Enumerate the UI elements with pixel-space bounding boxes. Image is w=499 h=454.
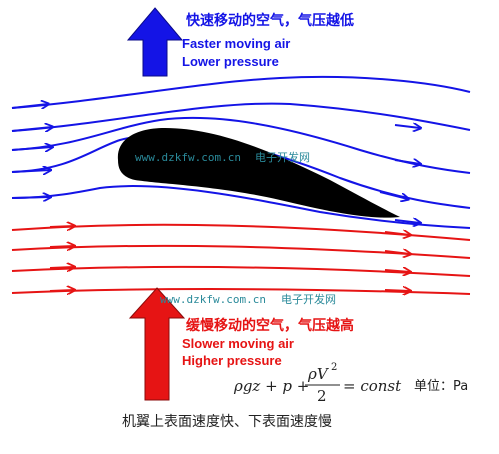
bernoulli-formula: ρgz + p + ρV 2 2 = const 单位：Pa [233, 362, 468, 405]
formula-left: ρgz + p + [233, 377, 309, 395]
bottom-title-cn: 缓慢移动的空气，气压越高 [186, 317, 354, 334]
formula-denominator: 2 [317, 387, 327, 405]
lower-streamline [49, 267, 74, 268]
formula-unit: 单位：Pa [414, 379, 468, 394]
lower-streamline [49, 226, 74, 227]
upper-streamline [394, 160, 420, 164]
formula-right: = const [343, 377, 402, 395]
lower-streamline [384, 290, 410, 291]
upper-streamline [11, 147, 52, 150]
lower-streamline [11, 244, 471, 259]
formula-exponent: 2 [331, 362, 337, 373]
upper-streamline [11, 170, 50, 172]
lower-streamline [49, 290, 74, 291]
top-label-line1: Faster moving air [182, 36, 290, 51]
upper-streamline [394, 125, 420, 128]
upward-arrow-icon [126, 7, 184, 77]
upper-streamline [11, 75, 471, 109]
bottom-label-line2: Higher pressure [182, 353, 282, 368]
caption: 机翼上表面速度快、下表面速度慢 [122, 413, 332, 430]
lower-streamlines [11, 223, 471, 294]
airfoil-wing [117, 128, 400, 218]
lower-streamline [384, 232, 410, 235]
lower-streamline [49, 246, 74, 247]
formula-numerator: ρV [307, 365, 330, 383]
top-title-cn: 快速移动的空气，气压越低 [186, 12, 354, 29]
upper-streamline [11, 102, 471, 132]
upper-streamline [11, 127, 52, 131]
lower-streamline [384, 251, 410, 254]
lower-streamline [11, 223, 471, 241]
upper-streamline [394, 220, 420, 223]
upper-streamline [379, 191, 408, 199]
upper-streamline [11, 197, 50, 198]
top-label-line2: Lower pressure [182, 54, 279, 69]
watermark-site: 电子开发网 [281, 292, 336, 306]
upward-arrow-icon [128, 287, 186, 401]
watermark-site: 电子开发网 [255, 150, 310, 164]
lower-streamline [384, 270, 410, 272]
bottom-label-line1: Slower moving air [182, 336, 294, 351]
watermark-url: www.dzkfw.com.cn [135, 151, 241, 164]
upper-streamline [11, 104, 48, 108]
watermark-url: www.dzkfw.com.cn [160, 293, 266, 306]
upper-streamline [11, 185, 471, 229]
